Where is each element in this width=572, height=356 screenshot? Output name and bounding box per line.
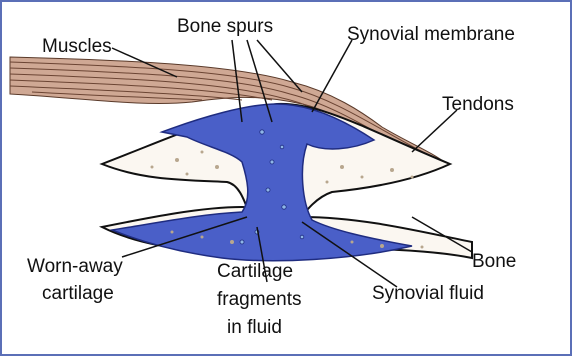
- label-fragments-line2: fragments: [217, 289, 301, 310]
- label-synovial-membrane: Synovial membrane: [347, 24, 515, 45]
- label-bone: Bone: [472, 251, 516, 272]
- label-synovial-fluid: Synovial fluid: [372, 283, 484, 304]
- label-worn-line2: cartilage: [42, 283, 114, 304]
- label-muscles: Muscles: [42, 36, 112, 57]
- label-tendons: Tendons: [442, 94, 514, 115]
- label-fragments-line3: in fluid: [227, 317, 282, 338]
- label-bone-spurs: Bone spurs: [177, 16, 273, 37]
- label-worn-line1: Worn-away: [27, 256, 123, 277]
- label-fragments-line1: Cartilage: [217, 261, 293, 282]
